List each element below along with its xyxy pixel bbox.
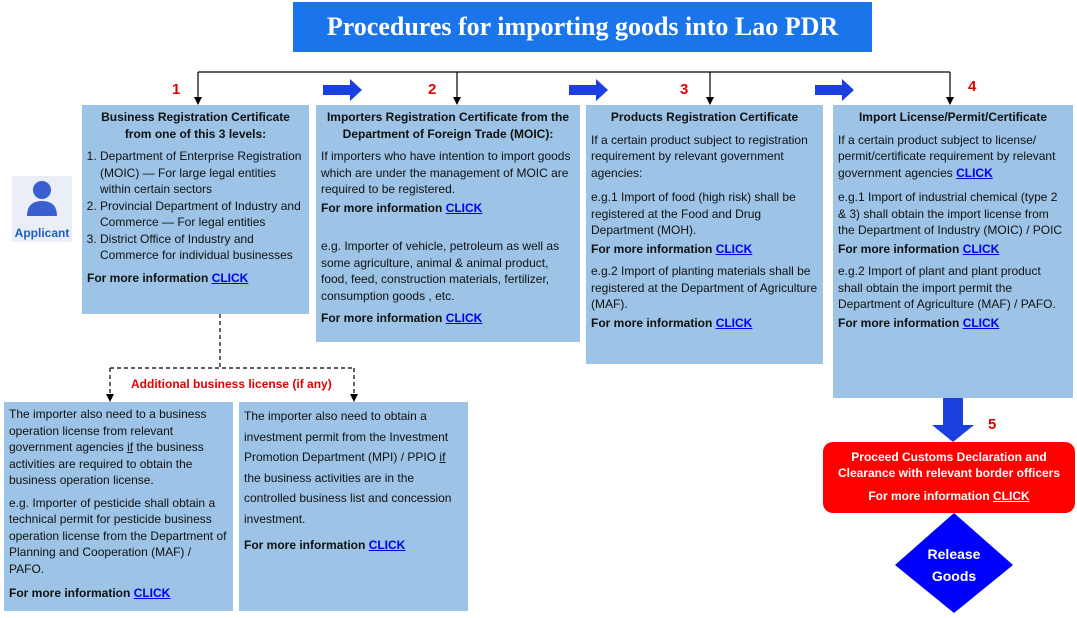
- click-link[interactable]: CLICK: [993, 489, 1030, 503]
- box-heading: Import License/Permit/Certificate: [858, 110, 1048, 124]
- box-example: e.g.2 Import of planting materials shall…: [591, 264, 818, 311]
- business-operation-license-box: The importer also need to a business ope…: [4, 402, 233, 611]
- box-text: If a certain product subject to registra…: [591, 132, 808, 180]
- list-item: Provincial Department of Industry and Co…: [100, 198, 304, 231]
- list-item: District Office of Industry and Commerce…: [100, 231, 304, 264]
- person-icon: [27, 181, 57, 216]
- release-goods-diamond: [895, 513, 1013, 613]
- applicant-label: Applicant: [14, 226, 70, 240]
- step-number-3: 3: [680, 81, 689, 98]
- click-link[interactable]: CLICK: [368, 538, 406, 552]
- more-info-line: For more information CLICK: [9, 586, 171, 600]
- step-number-2: 2: [428, 81, 437, 98]
- registration-levels-list: Department of Enterprise Registration (M…: [87, 148, 304, 264]
- right-arrow-icon: [323, 79, 362, 101]
- click-link[interactable]: CLICK: [445, 311, 483, 325]
- page-title: Procedures for importing goods into Lao …: [293, 2, 872, 52]
- step-number-4: 4: [968, 78, 977, 95]
- box-heading: Importers Registration Certificate from …: [326, 110, 570, 141]
- right-arrow-icon: [569, 79, 608, 101]
- box-example: e.g.1 Import of industrial chemical (typ…: [838, 190, 1063, 237]
- box-example: e.g. Importer of vehicle, petroleum as w…: [321, 239, 560, 303]
- more-info-line: For more information CLICK: [838, 241, 1000, 256]
- box-text: The importer also need to a business ope…: [9, 407, 207, 487]
- box-heading: Business Registration Certificate from o…: [101, 110, 290, 141]
- step-number-1: 1: [172, 81, 181, 98]
- down-arrow-icon: [932, 398, 974, 442]
- click-link[interactable]: CLICK: [962, 315, 1000, 330]
- business-registration-box: Business Registration Certificate from o…: [82, 105, 309, 314]
- customs-text: Proceed Customs Declaration and Clearanc…: [837, 450, 1061, 480]
- click-link[interactable]: CLICK: [715, 241, 753, 256]
- box-example: e.g.1 Import of food (high risk) shall b…: [591, 190, 796, 237]
- investment-permit-box: The importer also need to obtain a inves…: [239, 402, 468, 611]
- more-info-line: For more information CLICK: [838, 315, 1000, 330]
- click-link[interactable]: CLICK: [956, 165, 993, 180]
- right-arrow-icon: [815, 79, 854, 101]
- click-link[interactable]: CLICK: [962, 241, 1000, 256]
- box-text: The importer also need to obtain a inves…: [244, 409, 452, 526]
- box-text: If importers who have intention to impor…: [321, 149, 571, 196]
- box-example: e.g. Importer of pesticide shall obtain …: [9, 495, 227, 576]
- dashed-connector: [109, 314, 355, 398]
- more-info-line: For more information CLICK: [591, 241, 753, 256]
- more-info-line: For more information CLICK: [244, 538, 406, 552]
- step-number-5: 5: [988, 416, 997, 433]
- more-info-line: For more information CLICK: [591, 315, 753, 330]
- click-link[interactable]: CLICK: [133, 586, 171, 600]
- more-info-line: For more information CLICK: [87, 270, 249, 285]
- box-text: If a certain product subject to license/…: [838, 132, 1056, 180]
- import-license-box: Import License/Permit/Certificate If a c…: [833, 105, 1073, 398]
- products-registration-box: Products Registration Certificate If a c…: [586, 105, 823, 364]
- box-heading: Products Registration Certificate: [610, 110, 799, 124]
- list-item: Department of Enterprise Registration (M…: [100, 148, 304, 198]
- top-bracket: [194, 71, 954, 105]
- customs-declaration-box: Proceed Customs Declaration and Clearanc…: [823, 442, 1075, 513]
- release-goods-label: Release Goods: [927, 546, 981, 584]
- click-link[interactable]: CLICK: [445, 200, 483, 215]
- more-info-line: For more information CLICK: [321, 200, 483, 215]
- importers-registration-box: Importers Registration Certificate from …: [316, 105, 580, 342]
- more-info-line: For more information CLICK: [321, 311, 483, 325]
- applicant: Applicant: [12, 176, 72, 242]
- click-link[interactable]: CLICK: [211, 270, 249, 285]
- box-example: e.g.2 Import of plant and plant product …: [838, 264, 1056, 311]
- click-link[interactable]: CLICK: [715, 315, 753, 330]
- additional-license-label: Additional business license (if any): [128, 377, 335, 391]
- more-info-line: For more information CLICK: [868, 489, 1030, 503]
